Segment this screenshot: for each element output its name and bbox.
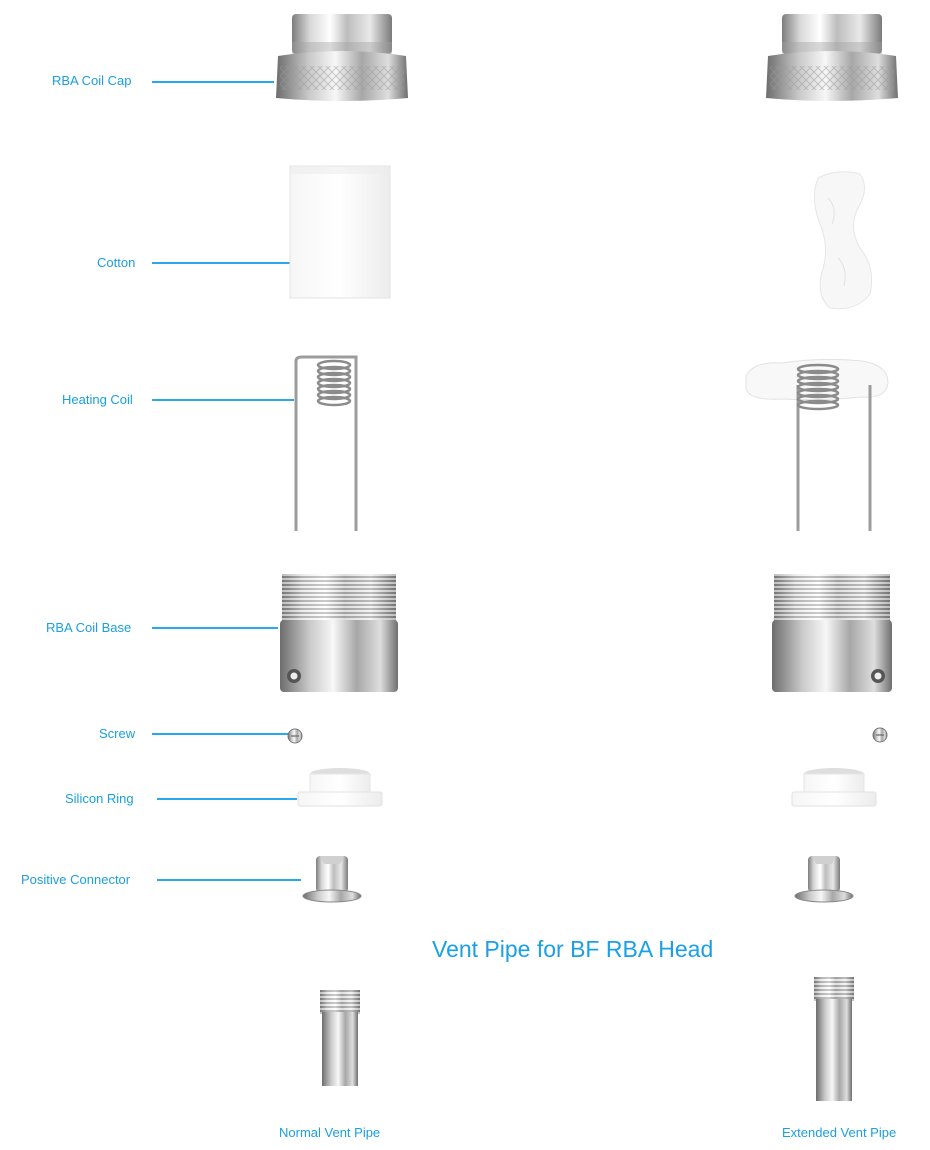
heating-coil-image [294, 355, 358, 531]
caption-extended-vent-pipe: Extended Vent Pipe [782, 1125, 897, 1140]
label-screw: Screw [99, 726, 136, 741]
coil-cap-image-right [766, 14, 898, 101]
leader-positive-connector [157, 879, 301, 881]
leader-silicon-ring [157, 798, 297, 800]
cotton-roll-image [814, 171, 873, 310]
label-rba-coil-base: RBA Coil Base [46, 620, 132, 635]
leader-rba-coil-base [152, 627, 278, 629]
screw-image-right [872, 727, 888, 743]
label-cotton: Cotton [97, 255, 136, 270]
label-positive-connector: Positive Connector [21, 872, 131, 887]
coil-cap-image [276, 14, 408, 101]
leader-cotton [152, 262, 290, 264]
label-silicon-ring: Silicon Ring [65, 791, 134, 806]
label-heating-coil: Heating Coil [62, 392, 133, 407]
caption-normal-vent-pipe: Normal Vent Pipe [279, 1125, 381, 1140]
heating-coil-cotton-image [745, 358, 889, 531]
leader-heating-coil [152, 399, 294, 401]
label-rba-coil-cap: RBA Coil Cap [52, 73, 132, 88]
silicon-ring-image-right [791, 768, 877, 807]
coil-base-image-right [772, 574, 892, 692]
leader-rba-coil-cap [152, 81, 274, 83]
extended-vent-pipe-image [814, 977, 854, 1101]
silicon-ring-image [297, 768, 383, 807]
leader-screw [152, 733, 288, 735]
cotton-sheet-image [289, 165, 391, 299]
screw-image [287, 728, 303, 744]
coil-base-image [280, 574, 398, 692]
normal-vent-pipe-image [320, 990, 360, 1086]
vent-pipe-title: Vent Pipe for BF RBA Head [432, 936, 714, 962]
positive-connector-image-right [794, 856, 854, 903]
positive-connector-image [302, 856, 362, 903]
